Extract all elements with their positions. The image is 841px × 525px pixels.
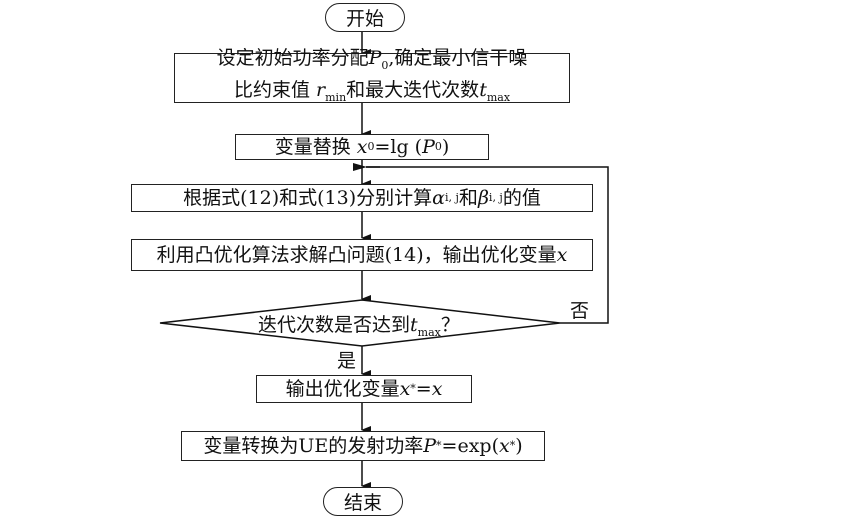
- end-label: 结束: [343, 492, 382, 514]
- convert-var-p: P: [423, 435, 437, 457]
- compute-and: 和: [458, 187, 478, 209]
- no-branch-label: 否: [570, 300, 590, 322]
- convert-eq: =exp(: [441, 435, 499, 457]
- init-text-4: 和最大迭代次数: [346, 79, 480, 101]
- init-var-r: r: [316, 79, 326, 101]
- decision-var-t-sub: max: [417, 325, 441, 339]
- decision-question: 迭代次数是否达到: [258, 314, 411, 336]
- init-text-1: 设定初始功率分配: [216, 47, 369, 70]
- decision-var-t: t: [410, 314, 418, 336]
- substitute-arg-p: P: [422, 136, 435, 158]
- init-var-p-sub: 0: [381, 59, 389, 72]
- substitute-arg-p-sub: 0: [434, 140, 442, 153]
- compute-alpha-sub: i, j: [445, 191, 459, 204]
- init-text-2: ,确定最小信干噪: [388, 47, 528, 70]
- output-eq: =: [415, 378, 432, 400]
- compute-alpha: α: [432, 187, 445, 209]
- compute-beta: β: [477, 187, 489, 209]
- start-terminal: 开始: [325, 3, 405, 32]
- init-var-t: t: [479, 79, 487, 101]
- output-text: 输出优化变量: [285, 378, 400, 400]
- convert-var-p-sup: *: [436, 439, 442, 452]
- substitute-close: ): [441, 136, 450, 158]
- compute-suffix: 的值: [502, 187, 541, 209]
- decision-diamond: [159, 299, 561, 347]
- yes-branch-label: 是: [337, 350, 357, 372]
- decision-text: 迭代次数是否达到tmax？: [258, 310, 460, 339]
- start-label: 开始: [345, 8, 384, 30]
- loopback-line: [366, 166, 609, 324]
- init-var-p: P: [368, 47, 382, 70]
- compute-text: 根据式(12)和式(13)分别计算: [183, 187, 433, 209]
- convert-arg-x: x: [499, 435, 510, 457]
- init-line-1: 设定初始功率分配P0,确定最小信干噪: [217, 46, 528, 78]
- output-var-x2: x: [431, 378, 443, 400]
- compute-beta-sub: i, j: [488, 191, 503, 204]
- end-terminal: 结束: [323, 487, 403, 516]
- substitute-var-x-sub: 0: [367, 140, 375, 153]
- init-var-r-sub: min: [325, 90, 347, 104]
- decision-question-mark: ？: [440, 314, 460, 336]
- init-text-3: 比约束值: [233, 79, 310, 101]
- substitute-var-x: x: [356, 136, 368, 158]
- init-line-2: 比约束值 rmin和最大迭代次数tmax: [234, 78, 510, 110]
- solve-text: 利用凸优化算法求解凸问题(14)，输出优化变量: [156, 244, 557, 266]
- substitute-eq: =lg (: [374, 136, 423, 158]
- output-var-x: x: [399, 378, 411, 400]
- convert-text: 变量转换为UE的发射功率: [203, 435, 424, 457]
- solve-var-x: x: [556, 244, 568, 266]
- substitute-text: 变量替换: [274, 136, 351, 158]
- convert-arg-x-sup: *: [509, 439, 516, 452]
- convert-close: ): [515, 435, 523, 457]
- output-var-x-sup: *: [410, 382, 416, 395]
- init-var-t-sub: max: [486, 90, 511, 104]
- step-init: 设定初始功率分配P0,确定最小信干噪 比约束值 rmin和最大迭代次数tmax: [174, 47, 570, 104]
